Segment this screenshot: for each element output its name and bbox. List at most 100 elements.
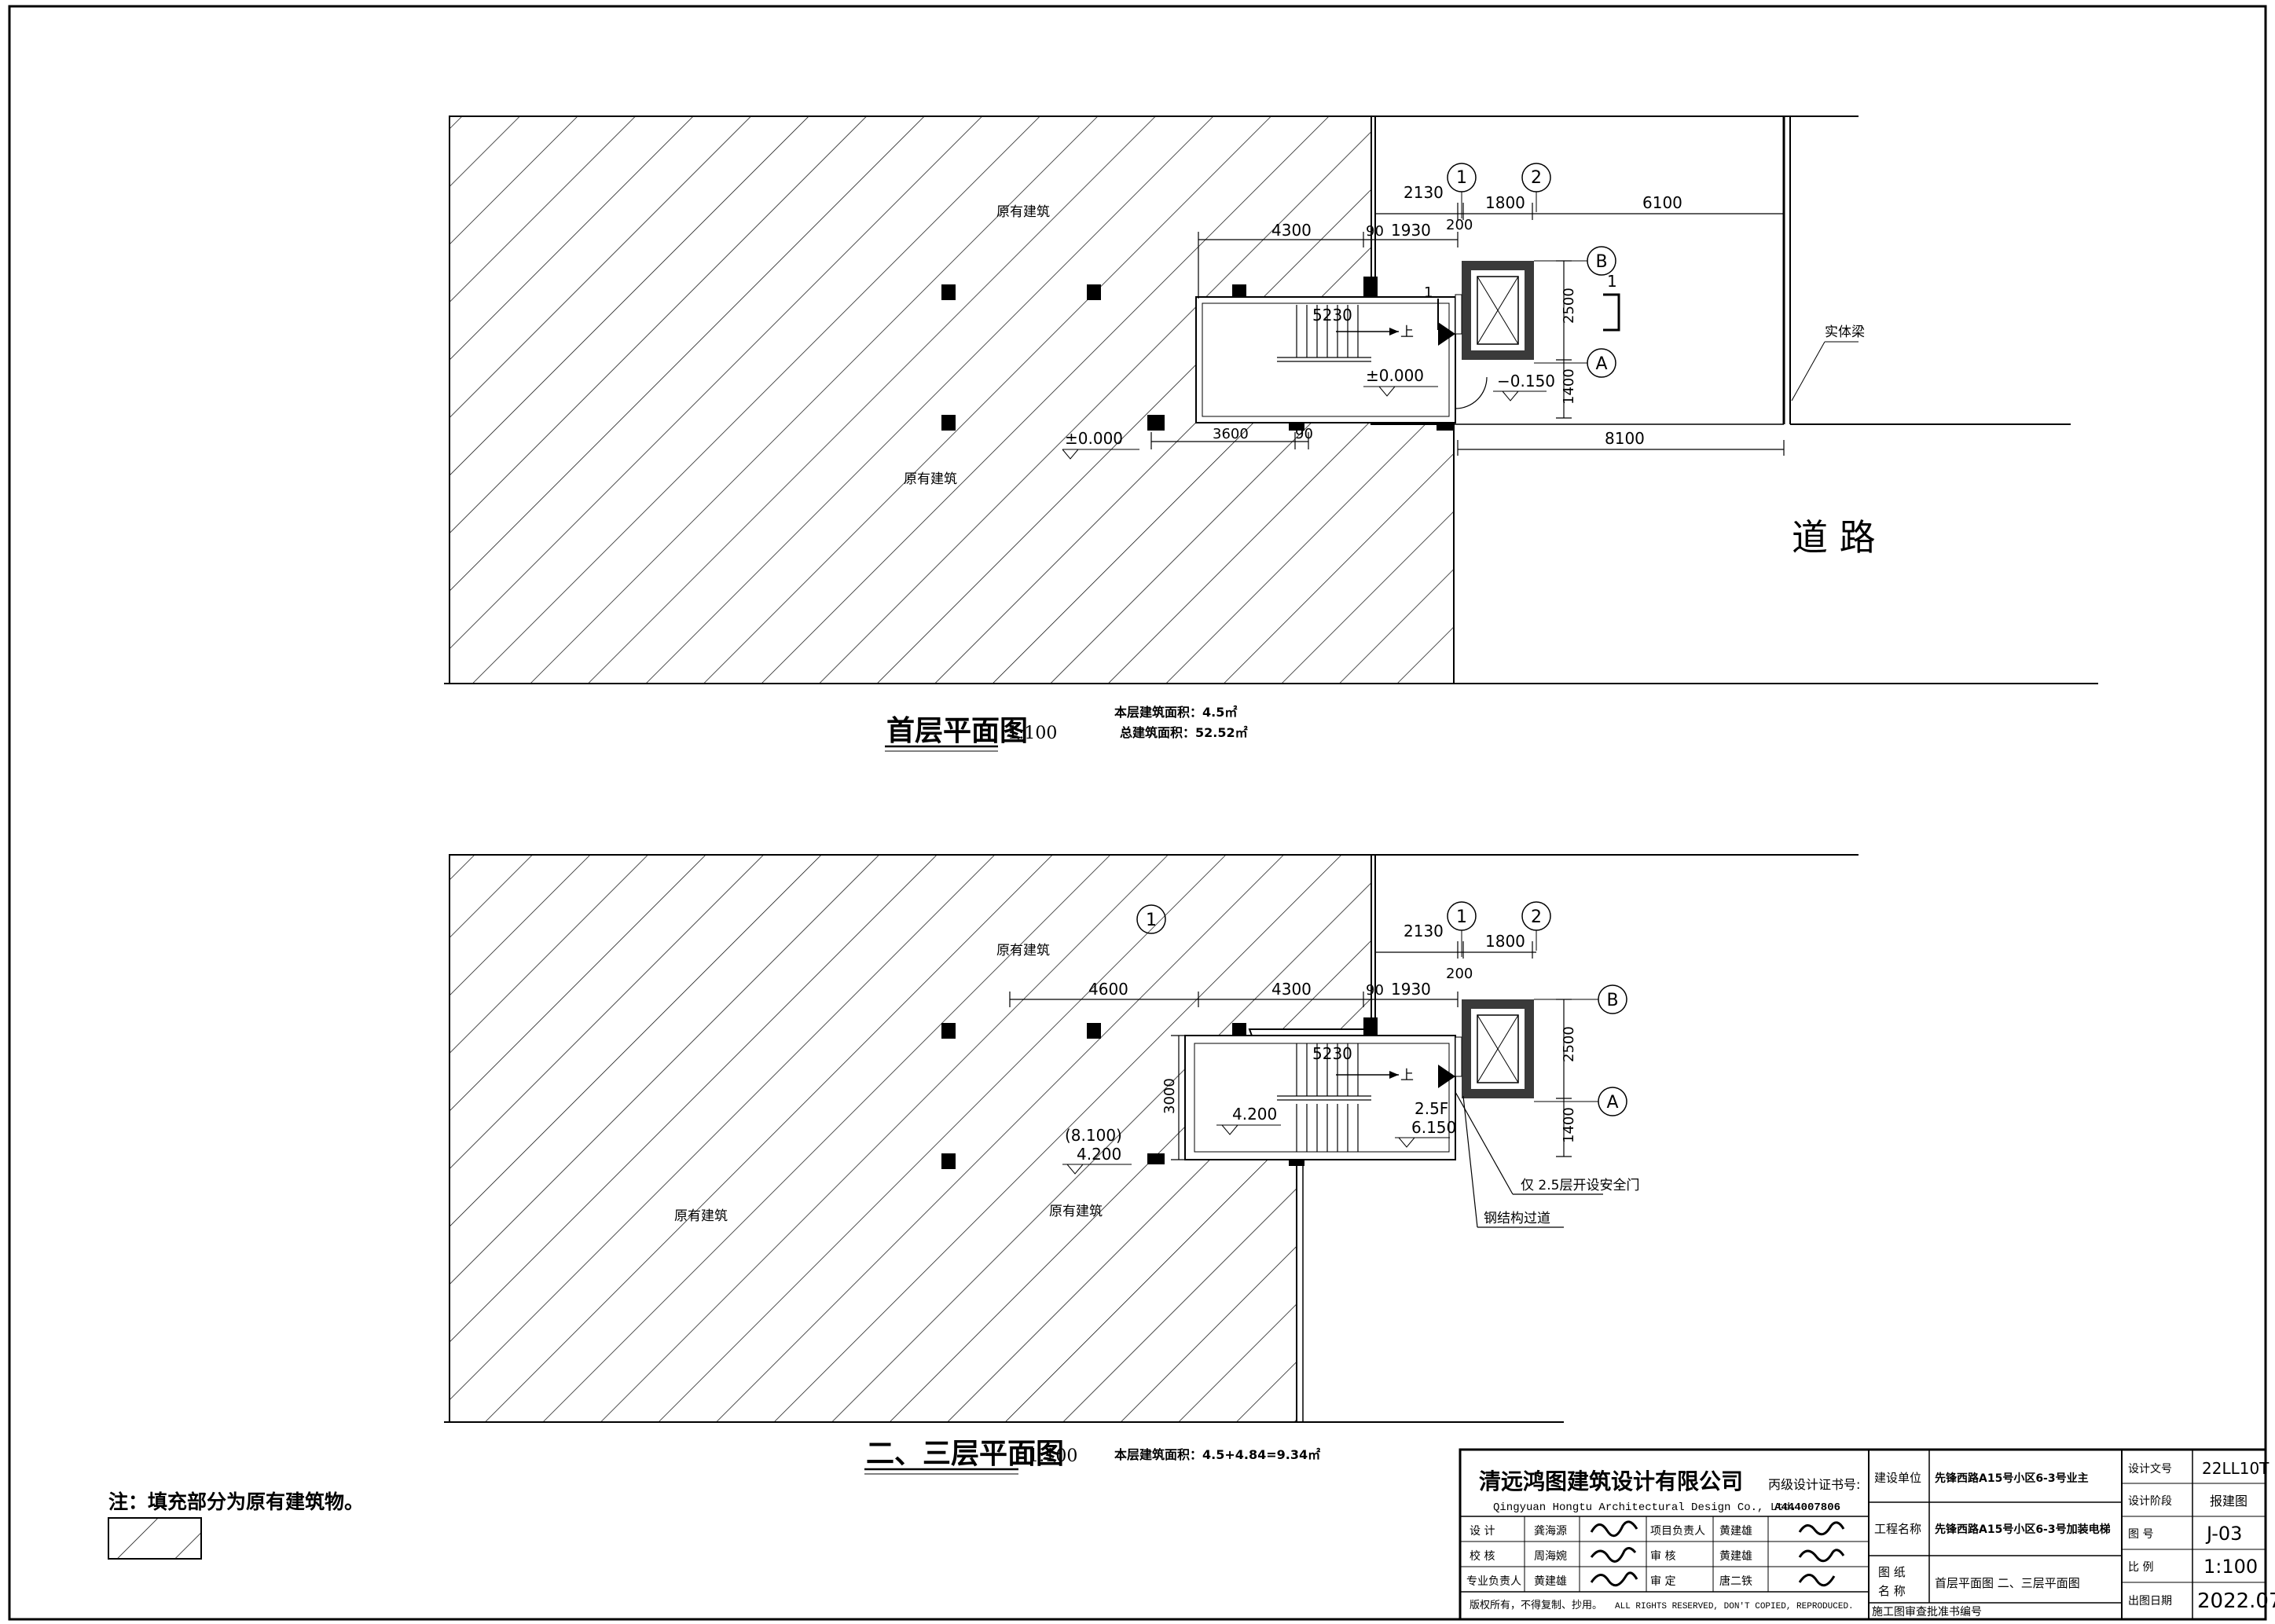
dim-3000: 3000 <box>1161 1078 1178 1114</box>
company-name: 清远鸿图建筑设计有限公司 <box>1479 1468 1743 1494</box>
column <box>1087 1023 1101 1039</box>
dim-5230: 5230 <box>1312 1044 1352 1063</box>
hatch-note: 注：填充部分为原有建筑物。 <box>108 1490 365 1513</box>
svg-text:比 例: 比 例 <box>2128 1561 2153 1574</box>
svg-text:项目负责人: 项目负责人 <box>1650 1525 1705 1538</box>
column <box>941 1153 956 1169</box>
cert-label: 丙级设计证书号: <box>1768 1477 1860 1492</box>
dim-4600: 4600 <box>1088 980 1128 999</box>
svg-text:设计文号: 设计文号 <box>2128 1463 2172 1476</box>
svg-text:周海婉: 周海婉 <box>1534 1550 1567 1563</box>
dim-4300: 4300 <box>1271 980 1312 999</box>
svg-text:设 计: 设 计 <box>1470 1525 1495 1538</box>
plan-title: 二、三层平面图 <box>866 1437 1064 1470</box>
copyright-cn: 版权所有，不得复制、抄用。 <box>1470 1599 1602 1611</box>
up-label: 上 <box>1400 1068 1414 1083</box>
dim-200: 200 <box>1446 966 1473 982</box>
svg-text:B: B <box>1606 991 1618 1010</box>
dim-6100: 6100 <box>1642 193 1682 212</box>
floor-area: 本层建筑面积：4.5㎡ <box>1114 705 1237 720</box>
elevator-car <box>1477 276 1519 345</box>
svg-text:图 纸: 图 纸 <box>1878 1565 1906 1579</box>
svg-text:黄建雄: 黄建雄 <box>1719 1524 1752 1538</box>
up-label: 上 <box>1400 324 1414 340</box>
plan-scale: 1:100 <box>1028 1446 1077 1466</box>
column <box>1363 277 1378 299</box>
dim-2500: 2500 <box>1561 288 1577 324</box>
dim-90: 90 <box>1366 223 1384 240</box>
dim-1400: 1400 <box>1561 368 1577 405</box>
hatch-legend <box>108 1517 202 1560</box>
stair-treads <box>1277 305 1371 362</box>
stair-landing <box>1184 1035 1456 1160</box>
column <box>1363 1017 1378 1039</box>
svg-text:A: A <box>1606 1093 1618 1113</box>
ground-floor-plan: 上 <box>444 115 2098 752</box>
level-mark: 6.150 <box>1411 1118 1456 1137</box>
copyright-en: ALL RIGHTS RESERVED, DON'T COPIED, REPRO… <box>1615 1602 1854 1611</box>
svg-text:建设单位: 建设单位 <box>1874 1471 1921 1485</box>
svg-text:设计阶段: 设计阶段 <box>2128 1495 2172 1508</box>
column <box>1147 415 1165 431</box>
arrow-marker <box>1438 322 1455 346</box>
svg-text:校 核: 校 核 <box>1470 1549 1495 1563</box>
arrow-marker <box>1438 1065 1455 1088</box>
dim-8100: 8100 <box>1605 429 1645 448</box>
svg-text:黄建雄: 黄建雄 <box>1534 1575 1567 1588</box>
existing-building-label: 原有建筑 <box>904 471 957 487</box>
review-cert: 施工图审查批准书编号 <box>1872 1606 1982 1619</box>
dim-200: 200 <box>1446 217 1473 233</box>
safety-door-note: 仅 2.5层开设安全门 <box>1521 1178 1639 1193</box>
column <box>941 284 956 300</box>
svg-text:名 称: 名 称 <box>1878 1584 1906 1598</box>
svg-text:1: 1 <box>1456 168 1467 188</box>
existing-building-label: 原有建筑 <box>1049 1204 1103 1219</box>
axis-bubble <box>1136 904 1166 934</box>
upper-floor-plan: 上 2130 18 <box>444 854 1859 1475</box>
dim-3600: 3600 <box>1213 426 1249 442</box>
level-mark: (8.100) <box>1065 1126 1122 1145</box>
project-name: 先锋西路A15号小区6-3号加装电梯 <box>1935 1523 2111 1536</box>
dim-2500: 2500 <box>1561 1026 1577 1062</box>
sheet-scale: 1:100 <box>2203 1556 2258 1578</box>
dim-1400: 1400 <box>1561 1107 1577 1143</box>
level-mark: 4.200 <box>1077 1145 1121 1164</box>
steel-landing-note: 钢结构过道 <box>1484 1211 1550 1226</box>
svg-text:专业负责人: 专业负责人 <box>1466 1575 1521 1588</box>
solid-beam-label: 实体梁 <box>1825 324 1865 340</box>
dim-90: 90 <box>1295 426 1313 442</box>
column <box>941 415 956 431</box>
svg-text:1: 1 <box>1607 272 1617 291</box>
level-mark: −0.150 <box>1497 372 1555 390</box>
existing-building-label: 原有建筑 <box>674 1208 728 1224</box>
drawing-name: 首层平面图 二、三层平面图 <box>1935 1576 2080 1590</box>
dim-2130: 2130 <box>1404 922 1444 940</box>
svg-text:2: 2 <box>1531 907 1542 927</box>
level-mark: ±0.000 <box>1065 429 1123 448</box>
client: 先锋西路A15号小区6-3号业主 <box>1935 1472 2089 1485</box>
elevator-car <box>1477 1014 1519 1083</box>
svg-text:审 核: 审 核 <box>1650 1550 1675 1563</box>
dim-1930: 1930 <box>1391 980 1431 999</box>
column <box>941 1023 956 1039</box>
level-mark: 4.200 <box>1232 1105 1277 1124</box>
svg-text:龚海源: 龚海源 <box>1534 1525 1567 1538</box>
column <box>1147 1153 1165 1164</box>
svg-text:工程名称: 工程名称 <box>1874 1522 1921 1536</box>
sheet-number: J-03 <box>2205 1523 2242 1545</box>
road-label: 道 路 <box>1792 516 1876 559</box>
floor-area: 本层建筑面积：4.5+4.84=9.34㎡ <box>1114 1447 1320 1462</box>
level-mark: 2.5F <box>1415 1099 1448 1118</box>
sheet-border <box>8 5 2267 1621</box>
door <box>1455 376 1488 409</box>
svg-text:1: 1 <box>1424 284 1433 301</box>
plan-title: 首层平面图 <box>886 714 1028 747</box>
issue-date: 2022.07 <box>2197 1589 2275 1613</box>
plan-scale: 1:100 <box>1007 724 1057 743</box>
company-name-en: Qingyuan Hongtu Architectural Design Co.… <box>1493 1501 1796 1514</box>
svg-text:2: 2 <box>1531 168 1542 188</box>
title-block: 清远鸿图建筑设计有限公司 Qingyuan Hongtu Architectur… <box>1459 1448 2275 1621</box>
dimension-lines <box>1009 941 1572 1160</box>
svg-text:图 号: 图 号 <box>2128 1528 2153 1541</box>
